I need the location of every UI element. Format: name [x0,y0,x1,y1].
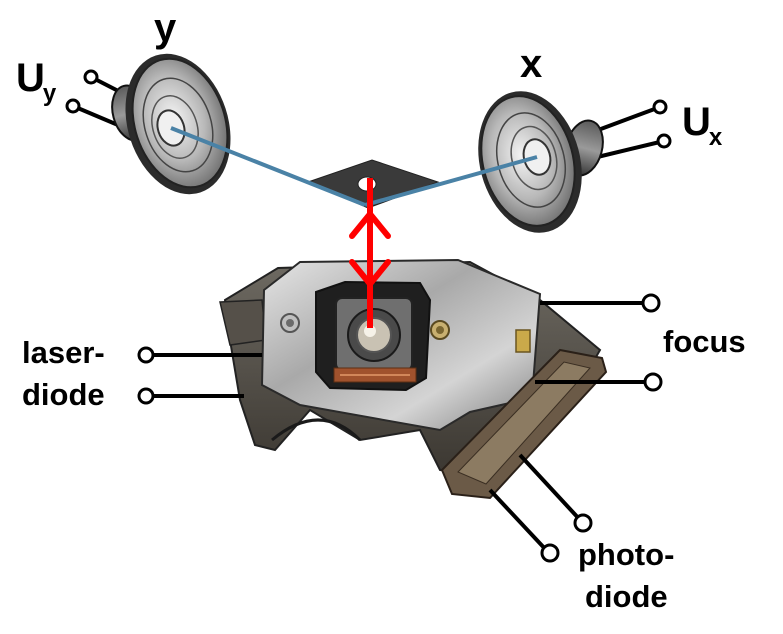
ux-main: U [682,100,711,144]
terminal-laser-2 [137,387,155,405]
terminal-photo-2 [540,543,560,563]
terminal-ux-1 [652,99,668,115]
terminal-focus-2 [643,372,663,392]
photo-diode-label-line1: photo- [578,537,675,572]
laser-beam-double-arrow [349,178,391,328]
photodiode-wires [488,453,593,563]
beam-path [170,126,538,207]
uy-main: U [16,56,45,100]
terminal-uy-1 [83,69,99,85]
terminal-focus-1 [641,293,661,313]
ux-subscript: x [708,124,723,151]
uy-label: Uy [16,56,56,107]
laser-diode-wires [137,346,262,405]
focus-wires [535,293,663,392]
uy-subscript: y [42,80,57,107]
y-axis-label: y [154,6,177,50]
x-axis-label: x [520,42,543,86]
terminal-photo-1 [573,513,593,533]
focus-label: focus [663,324,746,359]
laser-diode-label-line1: laser- [22,335,105,370]
terminal-laser-1 [137,346,155,364]
terminal-ux-2 [656,133,672,149]
ux-label: Ux [682,100,722,151]
speaker-y-icon [65,53,231,195]
optical-pickup-photo [219,258,608,500]
terminal-uy-2 [65,98,81,114]
speaker-x-icon [478,91,672,233]
laser-diode-label-line2: diode [22,377,105,412]
photo-diode-label-line2: diode [585,579,668,614]
